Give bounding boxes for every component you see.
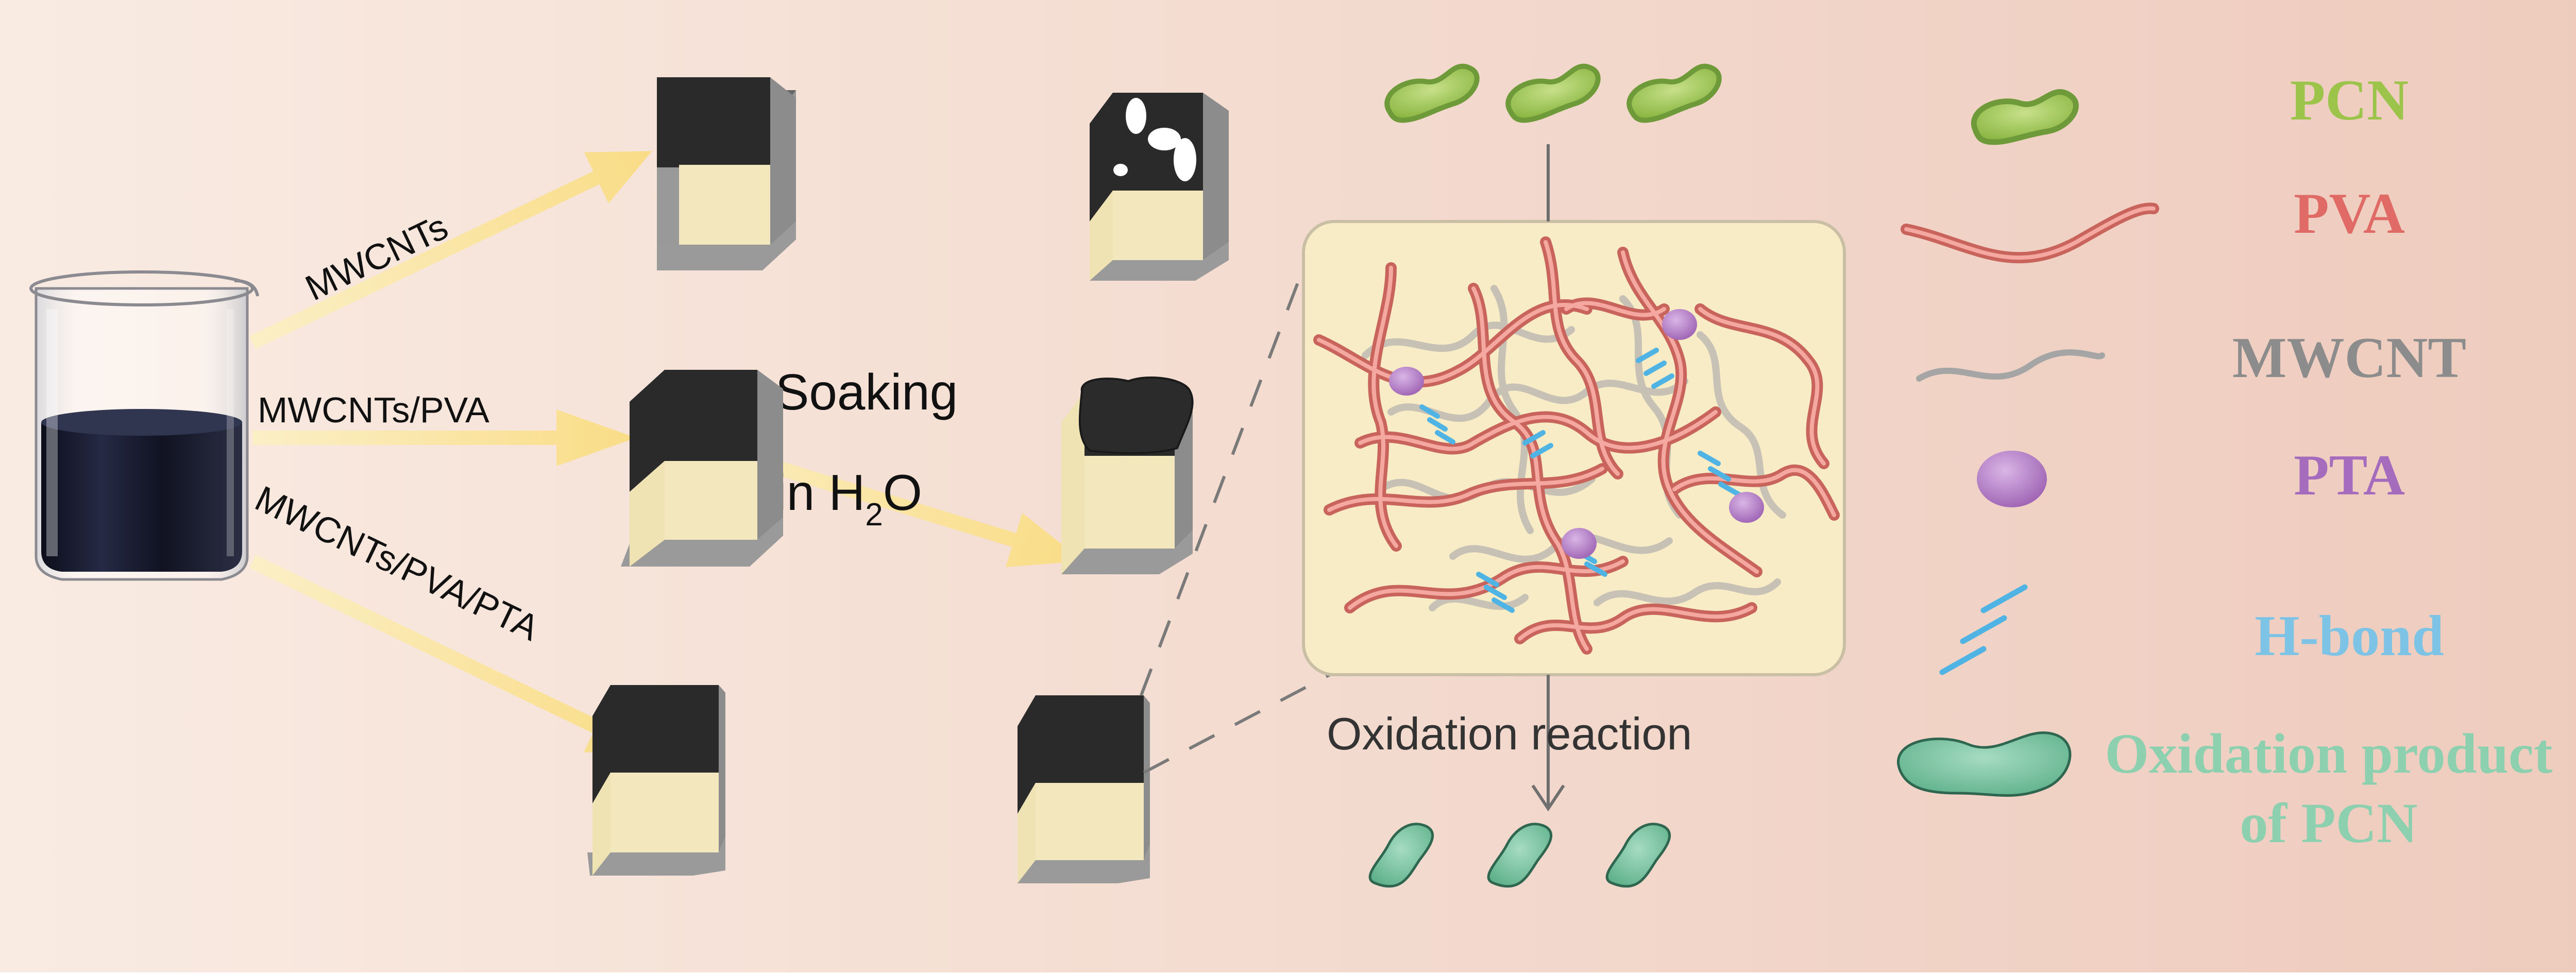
in-water-label: in H2O: [775, 464, 922, 533]
legend-product-label-line1: Oxidation product: [2105, 722, 2553, 785]
zoom-lines: [1140, 267, 1341, 774]
crack-spot: [1174, 138, 1196, 181]
sample-block-mwcnts-pva: [621, 370, 783, 567]
oxidation-reaction-label: Oxidation reaction: [1327, 708, 1692, 759]
crack-spot: [1113, 164, 1128, 176]
legend-hbond-icon: [1939, 584, 2028, 675]
soaked-block-mwcnts: [1090, 93, 1229, 281]
legend-pva-label: PVA: [2294, 182, 2405, 246]
legend-product-icon: [1897, 731, 2072, 797]
sample-block-mwcnts: [657, 77, 796, 270]
pva-network: [1313, 236, 1840, 655]
arrowhead-icon: [1531, 784, 1565, 812]
arrow-route-2: [252, 409, 636, 466]
legend-mwcnt-label: MWCNT: [2232, 326, 2466, 390]
legend-mwcnt-icon: [1916, 349, 2105, 382]
soaked-block-mwcnts-pva: [1061, 376, 1194, 574]
legend-hbond-label: H-bond: [2255, 604, 2444, 668]
legend: PCN PVA MWCNT PTA H-bond Oxidation produ…: [1897, 69, 2553, 854]
legend-product-label-line2: of PCN: [2240, 792, 2417, 854]
legend-pcn-label: PCN: [2290, 69, 2409, 132]
legend-pva-icon: [1901, 202, 2159, 264]
legend-pta-label: PTA: [2294, 443, 2405, 507]
beaker-icon: [29, 270, 259, 581]
soaked-block-mwcnts-pva-pta: [1018, 695, 1150, 883]
crack-spot: [1126, 98, 1146, 134]
pta-particles: [1389, 309, 1764, 559]
soaking-label: Soaking: [775, 364, 958, 420]
sample-block-mwcnts-pva-pta: [587, 685, 725, 876]
hbond-marks: [1419, 348, 1741, 613]
route2-label: MWCNTs/PVA: [258, 390, 489, 430]
crack-spot: [1148, 128, 1181, 150]
swollen-coating: [1078, 376, 1194, 454]
network-box: [1302, 220, 1846, 676]
legend-pta-icon: [1977, 451, 2047, 507]
